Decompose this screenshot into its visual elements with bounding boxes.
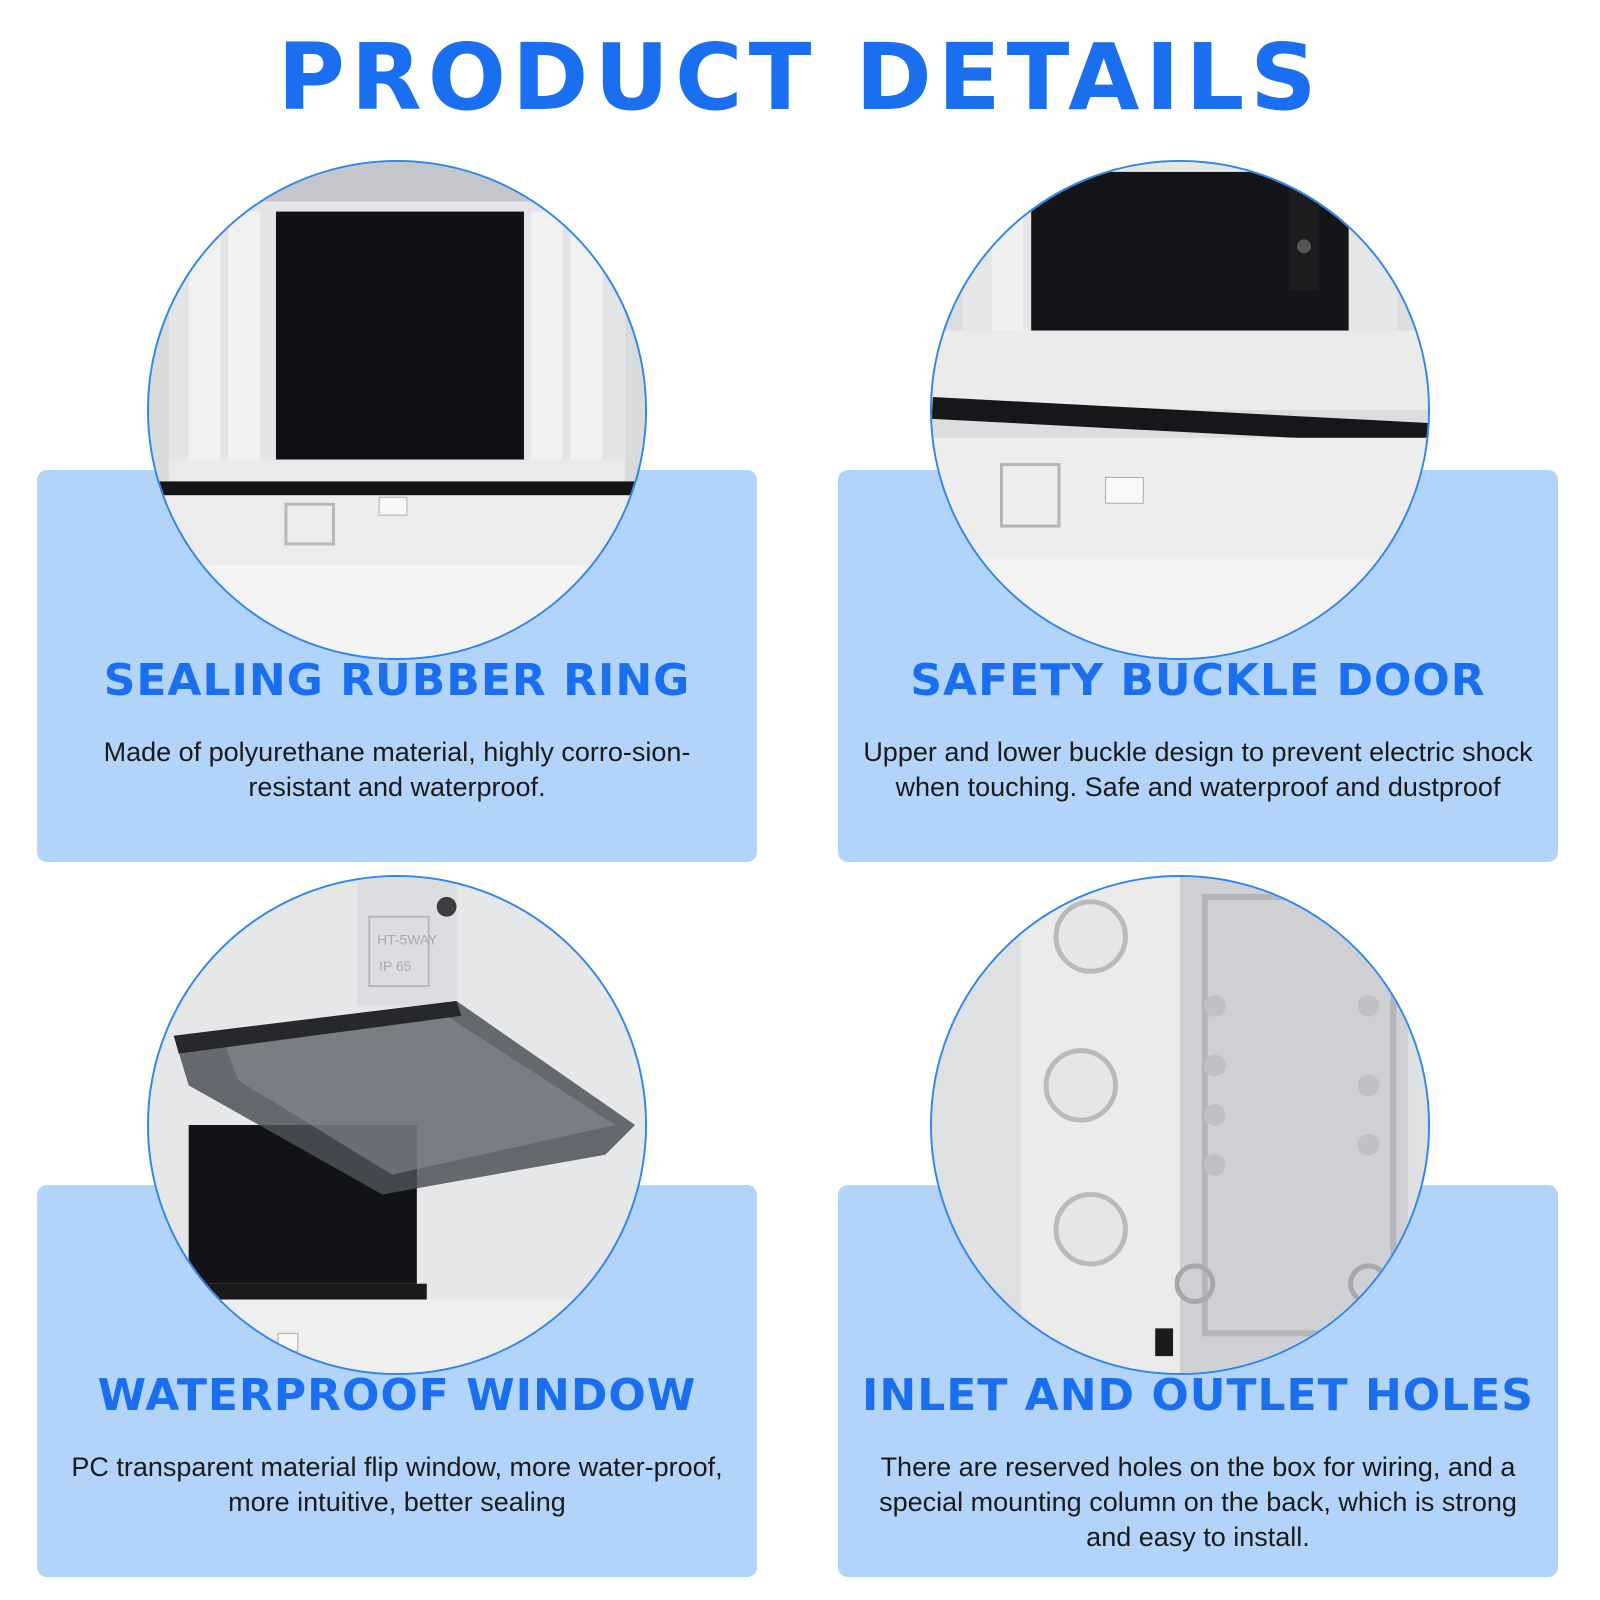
feature-title-safety-buckle-door: SAFETY BUCKLE DOOR (910, 655, 1486, 706)
waterproof-window-photo: HT-5WAY IP 65 (147, 875, 647, 1375)
box-rating-label: IP 65 (379, 958, 411, 974)
box-model-label: HT-5WAY (377, 931, 437, 947)
page-title: PRODUCT DETAILS (277, 24, 1323, 131)
feature-title-sealing-rubber-ring: SEALING RUBBER RING (103, 655, 691, 706)
inlet-outlet-holes-photo (930, 875, 1430, 1375)
feature-description-safety-buckle-door: Upper and lower buckle design to prevent… (863, 737, 1533, 802)
feature-title-waterproof-window: WATERPROOF WINDOW (97, 1370, 697, 1421)
sealing-ring-photo (147, 160, 647, 660)
feature-description-sealing-rubber-ring: Made of polyurethane material, highly co… (103, 737, 691, 802)
feature-description-waterproof-window: PC transparent material flip window, mor… (71, 1452, 723, 1517)
buckle-door-photo (930, 160, 1430, 660)
feature-title-inlet-outlet-holes: INLET AND OUTLET HOLES (862, 1370, 1534, 1421)
feature-description-inlet-outlet-holes: There are reserved holes on the box for … (879, 1452, 1517, 1552)
